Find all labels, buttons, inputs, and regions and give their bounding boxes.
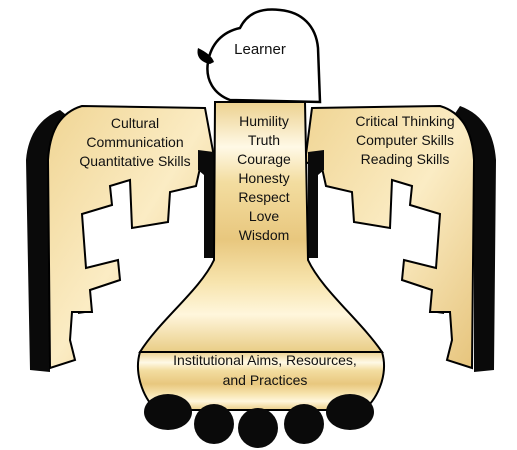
body-line-5: Respect	[238, 189, 290, 205]
right-wing-line-1: Critical Thinking	[355, 113, 455, 129]
right-wing	[303, 104, 476, 370]
left-wing	[46, 104, 217, 370]
body-line-6: Love	[248, 208, 280, 224]
head-text: Learner	[234, 41, 286, 58]
body-line-3: Courage	[237, 151, 291, 167]
tail-line-2: and Practices	[222, 372, 308, 388]
body-line-2: Truth	[247, 132, 281, 148]
tail-feather-3	[238, 408, 278, 448]
body-values-labels: Humility Truth Courage Honesty Respect L…	[200, 112, 328, 245]
tail-feather-4	[284, 404, 324, 444]
body-line-4: Honesty	[238, 170, 290, 186]
eagle-beak	[197, 48, 214, 64]
tail-feather-5	[326, 394, 374, 430]
tail-feather-2	[194, 404, 234, 444]
right-wing-inner-stripe	[308, 150, 324, 258]
right-wing-labels: Critical Thinking Computer Skills Readin…	[330, 112, 480, 169]
left-wing-line-1: Cultural	[110, 115, 160, 131]
left-wing-inner-stripe	[198, 150, 214, 258]
tail-labels: Institutional Aims, Resources, and Pract…	[150, 350, 380, 390]
right-wing-line-2: Computer Skills	[355, 132, 455, 148]
body-line-1: Humility	[239, 113, 289, 129]
body-line-7: Wisdom	[238, 227, 290, 243]
eagle-head	[206, 8, 322, 104]
left-wing-line-2: Communication	[86, 134, 184, 150]
tail-feather-1	[144, 394, 192, 430]
left-wing-labels: Cultural Communication Quantitative Skil…	[60, 114, 210, 171]
right-wing-line-3: Reading Skills	[360, 151, 450, 167]
tail-line-1: Institutional Aims, Resources,	[173, 352, 357, 368]
head-label: Learner	[200, 40, 320, 59]
left-wing-line-3: Quantitative Skills	[79, 153, 191, 169]
